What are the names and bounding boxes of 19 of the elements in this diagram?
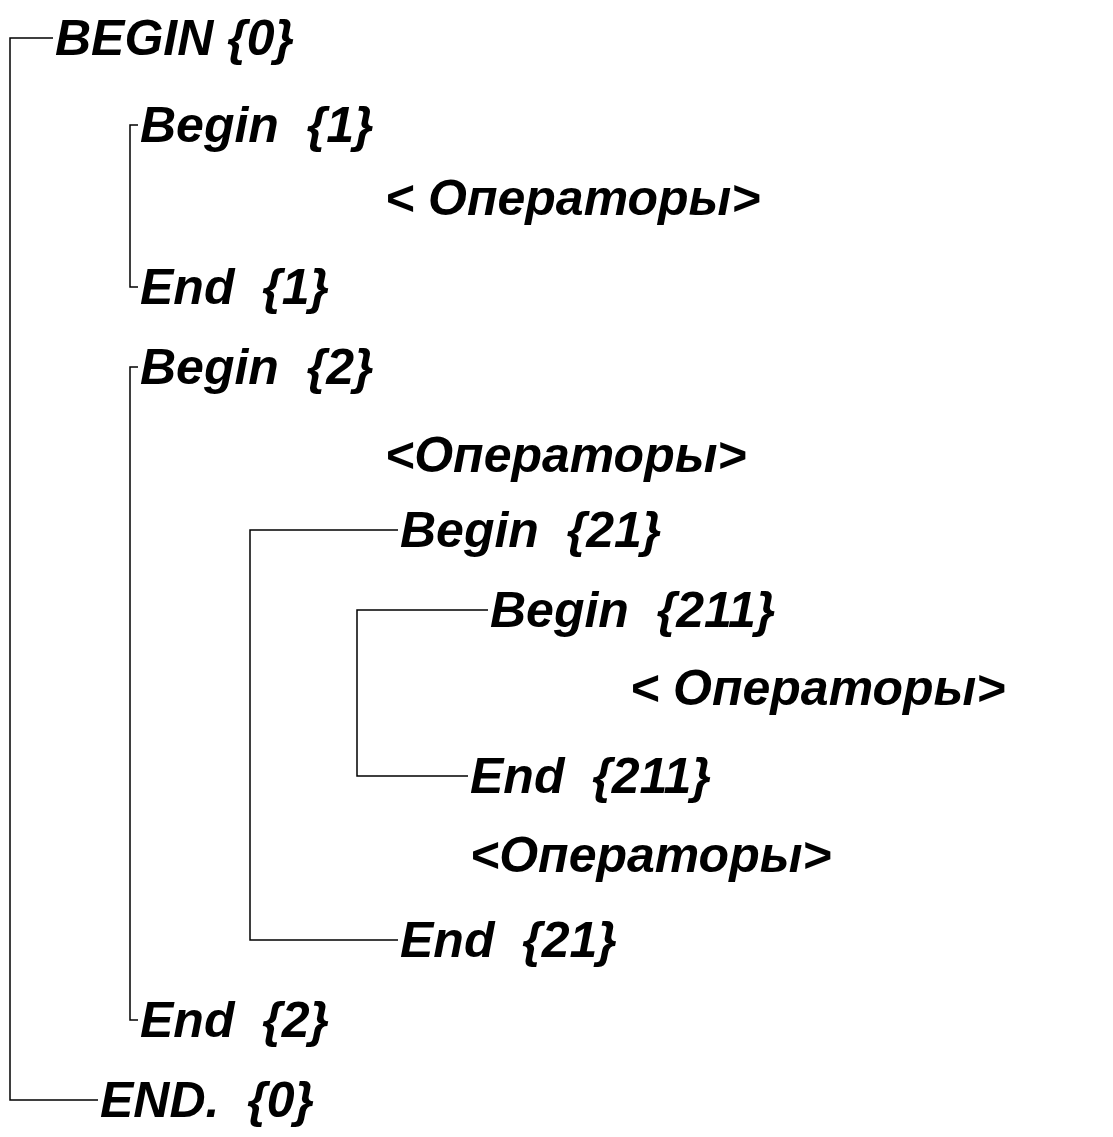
code-keyword: End {211} (470, 751, 711, 801)
code-keyword: End {2} (140, 995, 329, 1045)
bracket-line (9, 37, 99, 1101)
code-statement: <Операторы> (470, 830, 832, 880)
bracket-line (356, 609, 489, 777)
code-keyword: BEGIN {0} (55, 13, 294, 63)
code-keyword: Begin {1} (140, 100, 374, 150)
bracket-line (129, 366, 139, 1021)
code-statement: <Операторы> (385, 430, 747, 480)
code-keyword: END. {0} (100, 1075, 314, 1125)
code-statement: < Операторы> (385, 173, 761, 223)
code-keyword: End {1} (140, 262, 329, 312)
bracket-line (249, 529, 399, 941)
code-keyword: Begin {211} (490, 585, 776, 635)
code-keyword: End {21} (400, 915, 617, 965)
code-statement: < Операторы> (630, 663, 1006, 713)
bracket-line (129, 124, 139, 288)
code-keyword: Begin {2} (140, 342, 374, 392)
code-keyword: Begin {21} (400, 505, 662, 555)
